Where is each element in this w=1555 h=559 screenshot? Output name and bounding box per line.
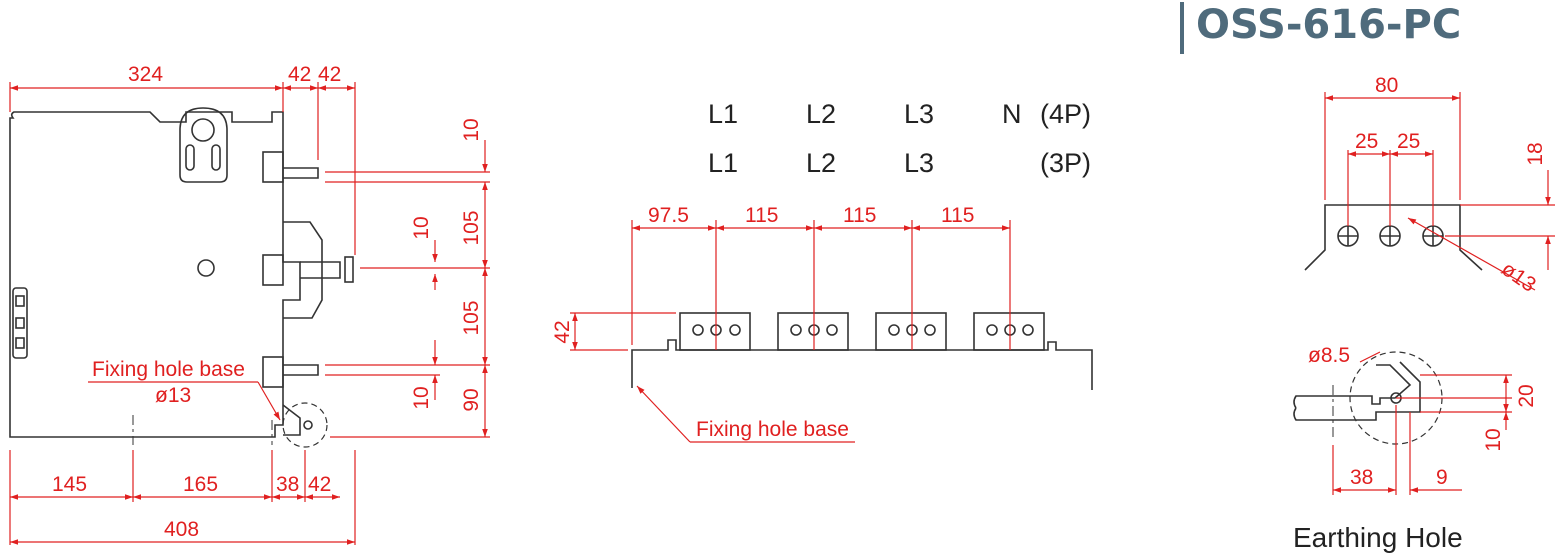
- pole-label-3p: (3P): [1040, 148, 1091, 178]
- dim-terminal-25a: 25: [1355, 130, 1378, 153]
- front-view: 324 42 42 10 105 105 90 10 10: [9, 63, 490, 545]
- dim-front-42a: 42: [288, 63, 311, 86]
- model-title: OSS-616-PC: [1196, 2, 1461, 48]
- dim-front-145: 145: [52, 473, 87, 496]
- terminal-blocks: [679, 312, 1045, 351]
- dim-side-115b: 115: [843, 204, 876, 227]
- fixing-hole-dia-front: ø13: [155, 384, 191, 407]
- side-view: L1 L2 L3 N (4P) L1 L2 L3 (3P): [551, 99, 1093, 443]
- dim-earth-38: 38: [1350, 466, 1373, 489]
- dim-front-105b: 105: [460, 300, 483, 335]
- dim-front-90: 90: [460, 388, 483, 411]
- phase-l1-3p: L1: [708, 148, 738, 178]
- fixing-hole-label-side: Fixing hole base: [696, 418, 849, 441]
- phase-l3-3p: L3: [904, 148, 934, 178]
- dim-front-42b: 42: [318, 63, 341, 86]
- dim-earth-9: 9: [1436, 466, 1448, 489]
- dim-front-408: 408: [164, 518, 199, 541]
- earthing-hole-caption: Earthing Hole: [1293, 522, 1463, 553]
- dim-front-324: 324: [128, 63, 163, 86]
- earthing-detail: ø8.5 20 10 38 9 Earthing Hole: [1293, 344, 1538, 553]
- dim-side-97-5: 97.5: [648, 204, 689, 227]
- dim-front-105a: 105: [460, 210, 483, 245]
- dim-front-10-low: 10: [410, 386, 433, 409]
- dim-earth-20: 20: [1515, 384, 1538, 407]
- dim-terminal-80: 80: [1375, 74, 1398, 97]
- dim-earth-10: 10: [1482, 428, 1505, 451]
- dim-earth-dia8-5: ø8.5: [1308, 344, 1350, 367]
- phase-n-4p: N: [1002, 99, 1022, 129]
- dim-terminal-25b: 25: [1397, 130, 1420, 153]
- dim-front-42c: 42: [308, 473, 331, 496]
- fixing-hole-label-front: Fixing hole base: [92, 358, 245, 381]
- dim-side-115c: 115: [941, 204, 974, 227]
- dim-front-10-mid: 10: [410, 216, 433, 239]
- dim-side-42: 42: [551, 320, 574, 343]
- phase-l1-4p: L1: [708, 99, 738, 129]
- dim-side-115a: 115: [745, 204, 778, 227]
- dim-terminal-18: 18: [1524, 142, 1547, 165]
- title-block: OSS-616-PC: [1180, 2, 1461, 54]
- pole-label-4p: (4P): [1040, 99, 1091, 129]
- dim-front-165: 165: [183, 473, 218, 496]
- dim-front-10-top: 10: [460, 118, 483, 141]
- phase-l2-3p: L2: [806, 148, 836, 178]
- terminal-detail: 80 25 25 18 ø13: [1304, 74, 1555, 297]
- phase-l2-4p: L2: [806, 99, 836, 129]
- phase-l3-4p: L3: [904, 99, 934, 129]
- dim-front-38: 38: [276, 473, 299, 496]
- dim-terminal-dia13: ø13: [1497, 257, 1540, 297]
